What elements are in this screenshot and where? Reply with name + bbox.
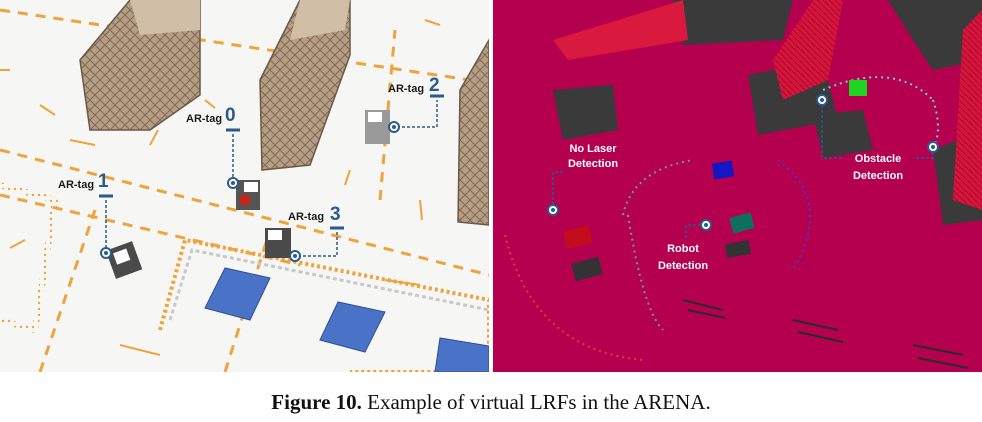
ar-tag-3-callout: AR-tag 3: [288, 204, 344, 262]
ar-tag-3-number: 3: [330, 204, 341, 225]
arena-camera-svg: AR-tag 0 AR-tag 1 AR-tag 2: [0, 0, 489, 372]
obstacle-detection-callout: Obstacle Detection: [816, 94, 939, 182]
caption-label: Figure 10.: [271, 390, 362, 414]
caption-text: Example of virtual LRFs in the ARENA.: [361, 390, 711, 414]
no-laser-line1: No Laser: [569, 143, 617, 155]
obstacle-green: [849, 80, 867, 96]
robot-blue: [711, 160, 735, 180]
laser-scans: [504, 76, 939, 361]
shelf-2: [259, 0, 351, 171]
ar-tag-0-number: 0: [225, 105, 236, 126]
no-laser-line2: Detection: [568, 158, 618, 170]
dotted-zone-pallets: [158, 237, 489, 372]
obstacle-detection-line1: Obstacle: [855, 153, 901, 165]
shelf-3: [457, 38, 489, 226]
no-laser-callout: No Laser Detection: [547, 143, 618, 216]
robots: [105, 110, 390, 279]
virtual-lrf-view: No Laser Detection Robot Detection Obsta…: [493, 0, 982, 372]
virtual-lrf-svg: No Laser Detection Robot Detection Obsta…: [504, 0, 982, 369]
ar-tag-1-number: 1: [98, 171, 109, 192]
ar-tag-0-label: AR-tag: [186, 113, 222, 125]
robot-detection-line2: Detection: [658, 260, 708, 272]
ar-tag-0-callout: AR-tag 0: [186, 105, 240, 189]
robot-detection-line1: Robot: [667, 243, 699, 255]
red-shelves: [553, 0, 982, 210]
ar-tag-2-callout: AR-tag 2: [388, 75, 444, 133]
robot-red: [563, 224, 593, 250]
robot-detection-callout: Robot Detection: [658, 219, 712, 272]
ar-tag-1-label: AR-tag: [58, 179, 94, 191]
floor-arrows: [0, 19, 441, 356]
ar-tag-2-label: AR-tag: [388, 83, 424, 95]
ar-tag-1-callout: AR-tag 1: [58, 171, 113, 259]
dotted-zone-left: [0, 182, 59, 334]
robot-teal: [729, 212, 755, 234]
figure-caption: Figure 10. Example of virtual LRFs in th…: [0, 390, 982, 415]
arena-camera-view: AR-tag 0 AR-tag 1 AR-tag 2: [0, 0, 489, 372]
ar-tag-2-number: 2: [429, 75, 440, 96]
virtual-robots: [563, 80, 867, 282]
obstacle-detection-line2: Detection: [853, 170, 903, 182]
shelf-1: [79, 0, 201, 131]
ar-tag-3-label: AR-tag: [288, 211, 324, 223]
floor-grid: [682, 299, 969, 369]
pallets: [204, 267, 489, 372]
